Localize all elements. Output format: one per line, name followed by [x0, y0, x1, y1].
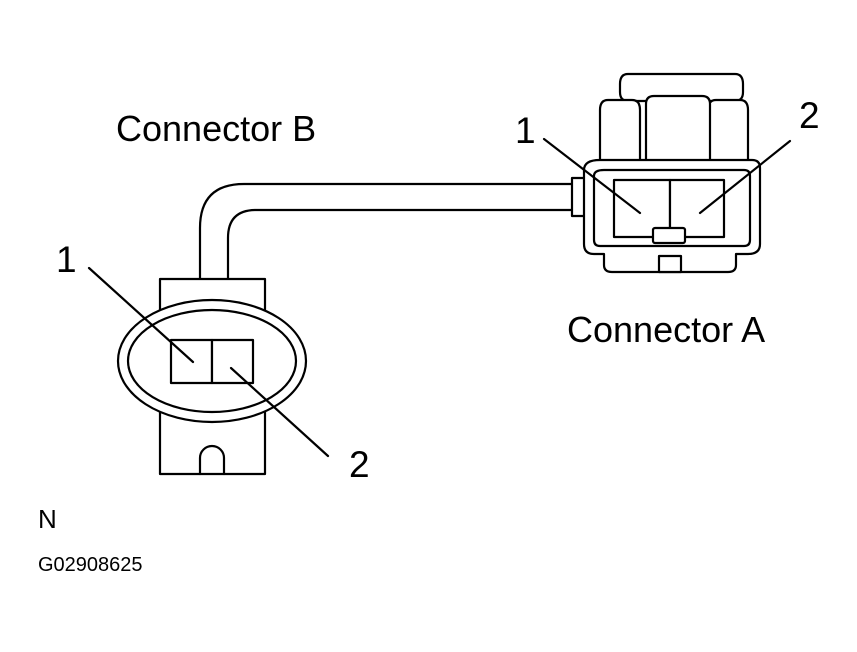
figure-code: G02908625	[38, 554, 143, 576]
connector-b-pin-2-label: 2	[349, 444, 370, 485]
leader-a-2	[698, 139, 792, 215]
connector-a-pin-2-label: 2	[799, 95, 820, 136]
direction-mark: N	[38, 504, 57, 534]
connector-a-center-rib	[644, 94, 712, 166]
connector-b-latch	[198, 444, 226, 476]
connector-b-inner-oval	[126, 308, 298, 414]
connector-a-bottom-key	[657, 254, 683, 274]
connector-a-label: Connector A	[567, 309, 765, 350]
connector-a	[570, 72, 762, 274]
leader-b-2	[229, 366, 330, 458]
connector-b-label: Connector B	[116, 108, 316, 149]
harness-cable	[198, 182, 588, 280]
leader-b-1	[87, 266, 195, 364]
connector-b	[116, 277, 308, 476]
leader-lines	[87, 137, 792, 458]
connector-a-key-notch	[651, 226, 687, 245]
connector-a-right-rib	[706, 98, 750, 166]
leader-a-1	[542, 137, 642, 215]
connector-b-pin-1-label: 1	[56, 239, 77, 280]
connector-a-pin-1-label: 1	[515, 110, 536, 151]
connector-b-terminal-2	[210, 338, 255, 385]
connector-a-left-rib	[598, 98, 642, 166]
